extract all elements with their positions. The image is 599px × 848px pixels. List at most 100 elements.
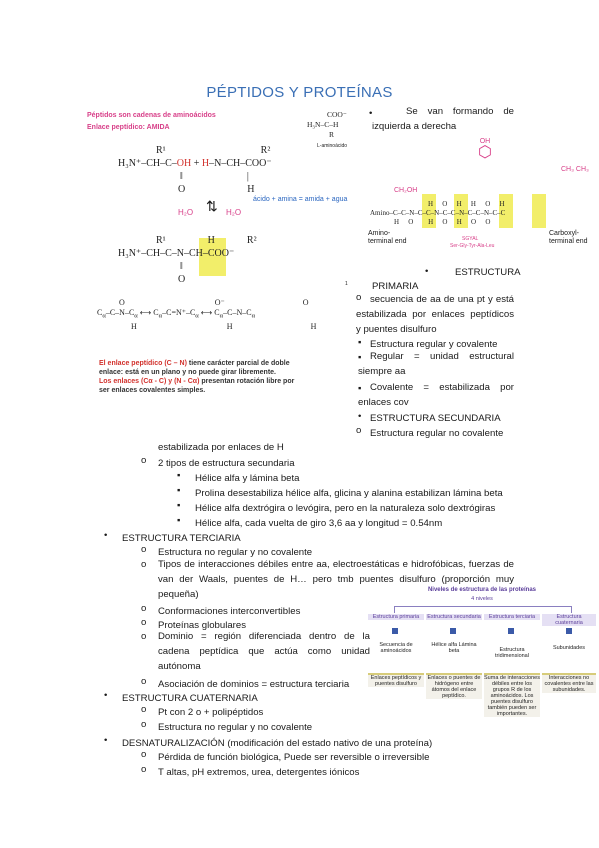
sequence-caption-1: SGYAL — [462, 236, 479, 242]
regular-line-1: Regular = unidad estructural — [370, 351, 514, 362]
primaria-item: secuencia de aa de una pt y está estabil… — [356, 292, 514, 337]
bond-highlight-2 — [454, 194, 468, 228]
cuaternaria-heading: ESTRUCTURA CUATERNARIA — [122, 693, 258, 704]
peptide-chain: H O H H O H Amino–C–C–N–C–C–N–C–C–N–C–C–… — [370, 200, 506, 226]
amino-terminal-label: Amino-terminal end — [368, 230, 407, 245]
sub-square-2: ▪ — [177, 485, 181, 496]
cuat-circle-2: o — [141, 719, 147, 730]
covalente-line-2: enlaces cov — [358, 397, 409, 408]
regular-covalente: Estructura regular y covalente — [370, 339, 498, 350]
note-red2: Los enlaces (Cα - C) y (N - Cα) — [99, 378, 200, 385]
terc-circle-4: o — [141, 617, 147, 628]
sub-item-2: Prolina desestabiliza hélice alfa, glici… — [195, 488, 503, 499]
sub-square-3: ▪ — [177, 500, 181, 511]
level-detail-4: Interacciones no covalentes entre las su… — [542, 673, 596, 693]
desnat-circle-1: o — [141, 749, 147, 760]
terc-item-6: Asociación de dominios = estructura terc… — [158, 679, 350, 690]
r1-label: R¹ — [156, 145, 166, 156]
desnat-circle-2: o — [141, 764, 147, 775]
levels-title: Niveles de estructura de las proteínas — [427, 587, 537, 593]
secundaria-continued: estabilizada por enlaces de H — [158, 442, 284, 453]
sub-item-3: Hélice alfa dextrógira o levógira, pero … — [195, 503, 496, 514]
peptide-bond-highlight — [199, 238, 226, 276]
level-icon-1 — [392, 628, 398, 634]
terciaria-bullet: • — [104, 530, 108, 541]
cuat-circle-1: o — [141, 704, 147, 715]
terc-item-4: Proteínas globulares — [158, 620, 246, 631]
page-title: PÉPTIDOS Y PROTEÍNAS — [206, 84, 393, 101]
tyrosine-ring: OH ⬡ — [478, 138, 492, 161]
level-header-1: Estructura primaria — [368, 614, 424, 620]
residue-top-ch2oh: CH₂OH — [394, 187, 418, 194]
water-left: H₂O — [178, 208, 194, 217]
desnat-bullet: • — [104, 735, 108, 746]
desnat-heading: DESNATURALIZACIÓN (modificación del esta… — [122, 738, 433, 749]
terc-circle-3: o — [141, 603, 147, 614]
sub-square-4: ▪ — [177, 515, 181, 526]
secundaria-circle: o — [356, 425, 362, 436]
tipos-circle: o — [141, 455, 147, 466]
formation-line-1: Se van formando de — [406, 106, 514, 117]
sequence-caption-2: Ser-Gly-Tyr-Ala-Leu — [450, 243, 495, 249]
note-black1: tiene carácter parcial de doble enlace: … — [99, 360, 290, 376]
levels-connector — [394, 606, 572, 613]
residue-top-ch3: CH₃ CH₃ — [561, 166, 589, 173]
bullet-dot: • — [369, 108, 373, 119]
primaria-heading-1: ESTRUCTURA — [455, 267, 521, 278]
water-right: H₂O — [226, 208, 242, 217]
bond-highlight-1 — [422, 194, 436, 228]
footnote-marker: 1 — [345, 281, 348, 287]
regular-item: Regular = unidad estructural siempre aa — [358, 349, 514, 379]
desnat-item-1: Pérdida de función biológica, Puede ser … — [158, 752, 430, 763]
note-black2: presentan rotación libre por ser enlaces… — [99, 378, 295, 394]
level-desc-1: Secuencia de aminoácidos — [379, 642, 413, 654]
level-detail-1: Enlaces peptídicos y puentes disulfuro — [368, 673, 424, 687]
terc-item-3: Conformaciones interconvertibles — [158, 606, 301, 617]
secundaria-bullet: • — [358, 411, 362, 422]
square-bullet-1: ▪ — [358, 337, 362, 348]
square-bullet-2: ▪ — [358, 352, 362, 363]
fig1-header1: Péptidos son cadenas de aminoácidos — [87, 112, 216, 119]
level-detail-2: Enlaces o puentes de hidrógeno entre áto… — [426, 673, 482, 699]
square-bullet-3: ▪ — [358, 383, 362, 394]
free-aminoacid: COO⁻ H₃N–C–H R — [307, 110, 347, 139]
level-icon-2 — [450, 628, 456, 634]
primaria-bullet: • — [425, 266, 429, 277]
level-detail-3: Suma de interacciones débiles entre los … — [484, 673, 540, 717]
residue-top-oh: OH — [479, 138, 491, 145]
equilibrium-arrows: ⇅ — [206, 198, 218, 214]
cuat-item-2: Estructura no regular y no covalente — [158, 722, 313, 733]
terc-item-1: Estructura no regular y no covalente — [158, 547, 313, 558]
terc-item-5: Dominio = región diferenciada dentro de … — [158, 631, 370, 672]
level-header-4: Estructura cuaternaria — [542, 614, 596, 626]
secundaria-item: Estructura regular no covalente — [370, 428, 504, 439]
level-header-3: Estructura terciaria — [484, 614, 540, 620]
levels-figure: Niveles de estructura de las proteínas 4… — [368, 587, 596, 717]
pentapeptide-figure: OH ⬡ CH₂OH CH₃ CH₃ H O H H O H Amino–C–C… — [366, 136, 594, 254]
covalente-item: Covalente = estabilizada por enlaces cov — [358, 380, 514, 410]
cuaternaria-bullet: • — [104, 690, 108, 701]
terciaria-heading: ESTRUCTURA TERCIARIA — [122, 533, 241, 544]
terc-circle-2: o — [141, 559, 147, 570]
sub-item-4: Hélice alfa, cada vuelta de giro 3,6 aa … — [195, 518, 443, 529]
r2-label: R² — [260, 145, 271, 156]
reaction-note: ácido + amina = amida + agua — [253, 196, 348, 203]
terc-circle-6: o — [141, 676, 147, 687]
cuat-item-1: Pt con 2 o + polipéptidos — [158, 707, 264, 718]
terc-circle-5: o — [141, 631, 147, 642]
level-icon-4 — [566, 628, 572, 634]
level-icon-3 — [508, 628, 514, 634]
level-desc-2: Hélice alfa Lámina beta — [431, 642, 477, 654]
bond-highlight-4 — [532, 194, 546, 228]
bond-highlight-3 — [499, 194, 513, 228]
covalente-line-1: Covalente = estabilizada por — [370, 382, 514, 393]
primaria-heading-2: PRIMARIA — [372, 281, 419, 292]
terc-circle-1: o — [141, 544, 147, 555]
fig1-header2: Enlace peptídico: AMIDA — [87, 124, 170, 131]
peptide-note: El enlace peptídico (C – N) tiene caráct… — [99, 359, 299, 395]
secundaria-heading: ESTRUCTURA SECUNDARIA — [370, 413, 501, 424]
note-red1: El enlace peptídico (C – N) — [99, 360, 187, 367]
